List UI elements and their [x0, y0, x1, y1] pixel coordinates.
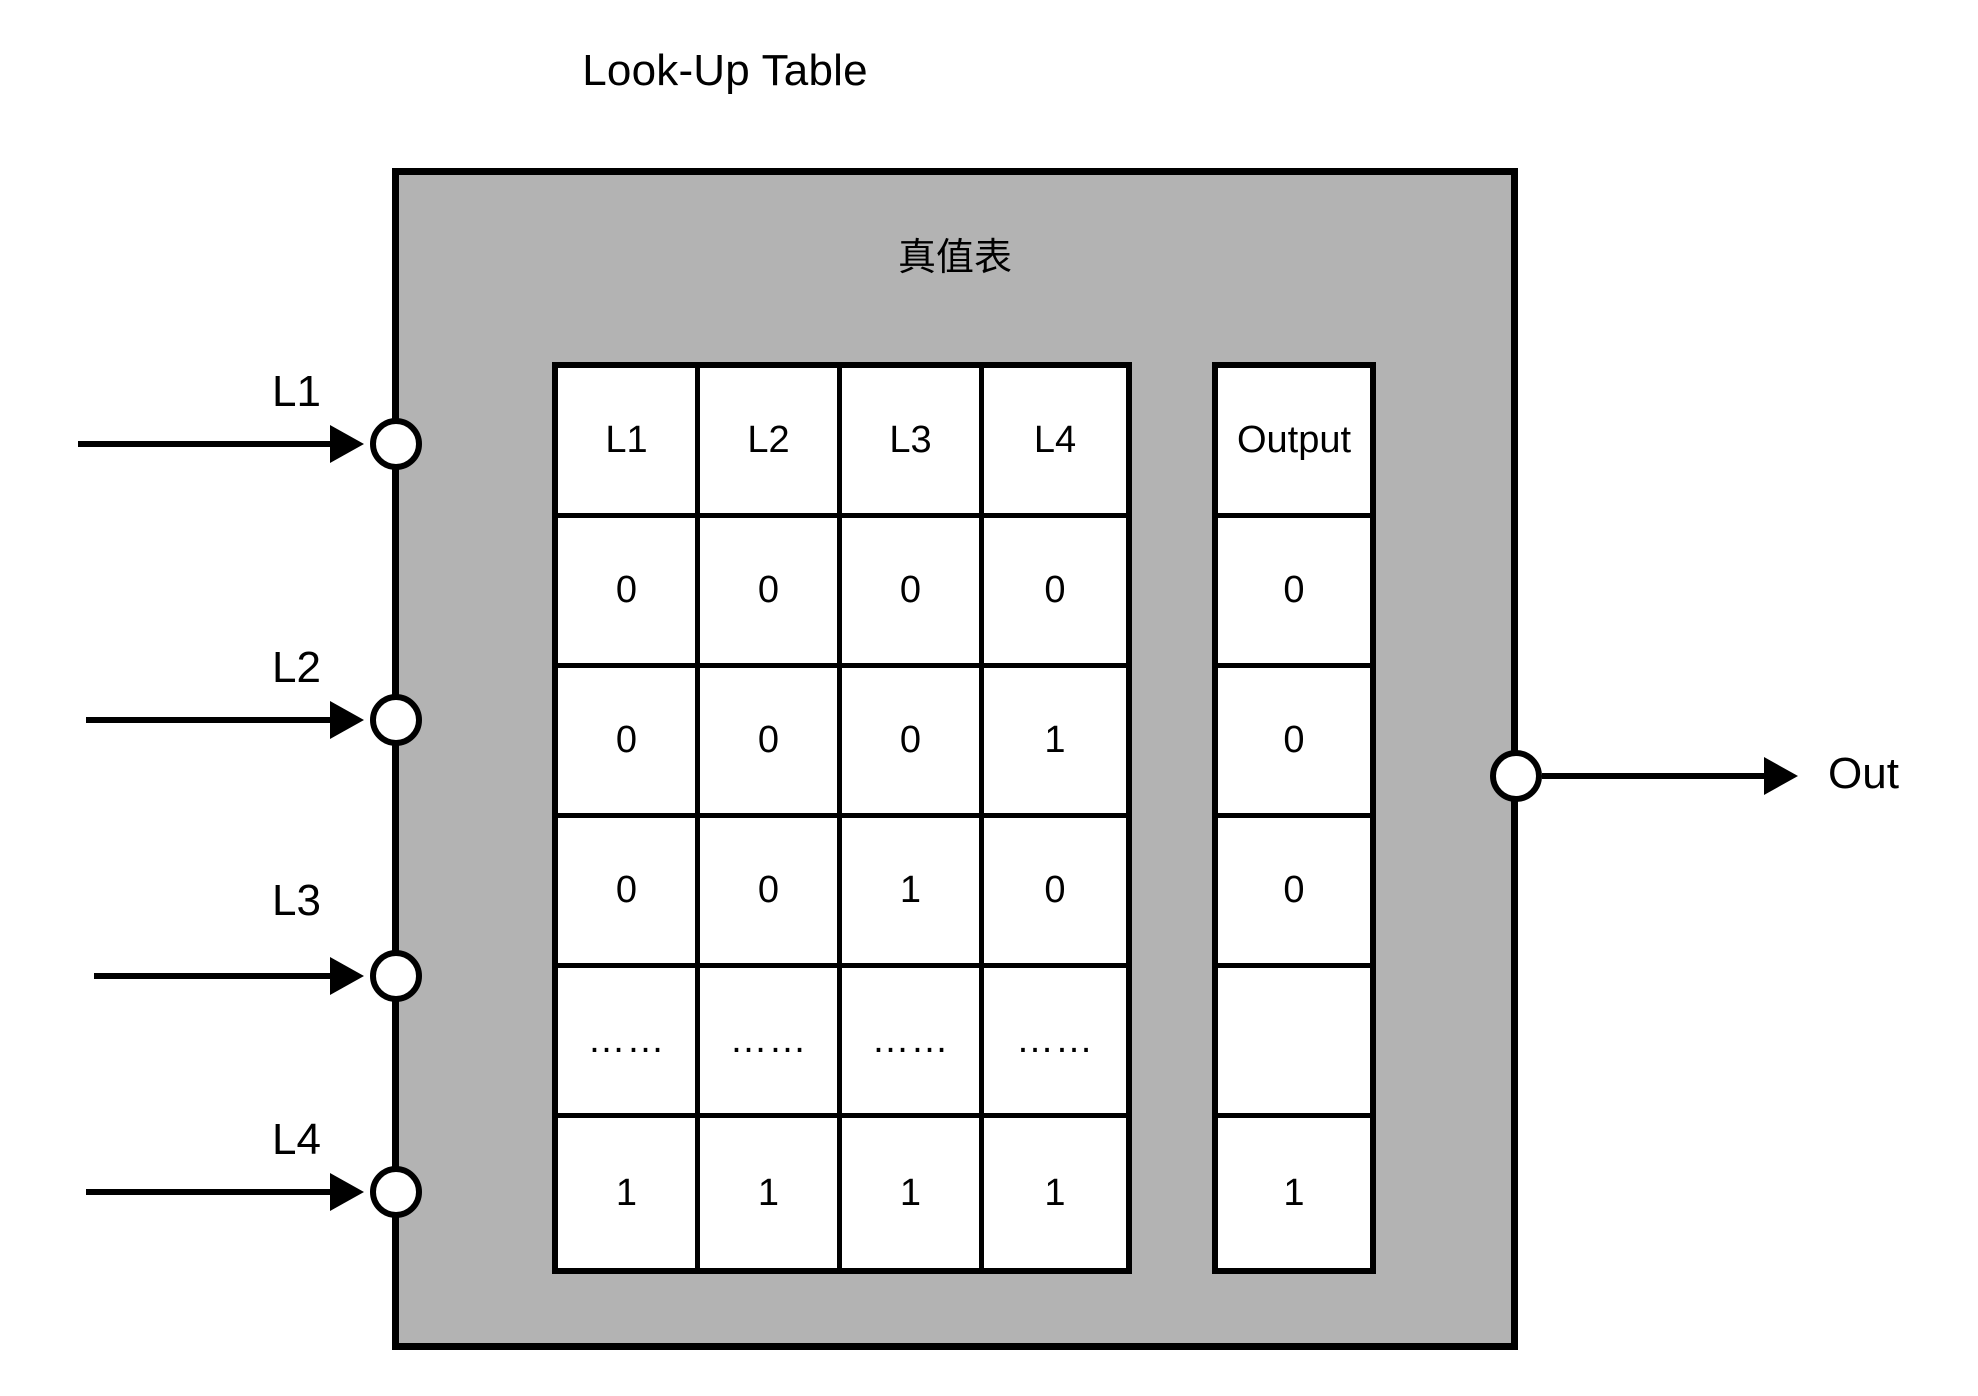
input-arrow-l2-icon: [330, 701, 364, 739]
cell-r0-c1: 0: [700, 518, 842, 668]
cell-r2-c1: 0: [700, 818, 842, 968]
output-cell-r3: [1218, 968, 1370, 1118]
truth-table: L1 L2 L3 L4 0 0 0 0 0 0 0 1 0 0 1 0: [552, 362, 1132, 1274]
output-row: 0: [1218, 818, 1370, 968]
input-wire-l3: [94, 973, 338, 979]
output-header-row: Output: [1218, 368, 1370, 518]
lut-subtitle: 真值表: [897, 237, 1012, 279]
cell-r1-c3: 1: [984, 668, 1126, 818]
cell-r3-c0: ……: [558, 968, 700, 1118]
input-pin-l1[interactable]: [370, 418, 422, 470]
table-row-ellipsis: …… …… …… ……: [558, 968, 1126, 1118]
cell-r3-c3: ……: [984, 968, 1126, 1118]
cell-r1-c1: 0: [700, 668, 842, 818]
output-arrow-out-icon: [1764, 757, 1798, 795]
column-header-l4: L4: [984, 368, 1126, 518]
column-header-l3: L3: [842, 368, 984, 518]
table-header-row: L1 L2 L3 L4: [558, 368, 1126, 518]
cell-r0-c2: 0: [842, 518, 984, 668]
cell-r2-c2: 1: [842, 818, 984, 968]
cell-r4-c1: 1: [700, 1118, 842, 1268]
output-pin-out[interactable]: [1490, 750, 1542, 802]
column-header-output: Output: [1218, 368, 1370, 518]
table-row: 1 1 1 1: [558, 1118, 1126, 1268]
input-arrow-l3-icon: [330, 957, 364, 995]
output-cell-r4: 1: [1218, 1118, 1370, 1268]
input-pin-l2[interactable]: [370, 694, 422, 746]
column-header-l2: L2: [700, 368, 842, 518]
cell-r1-c0: 0: [558, 668, 700, 818]
output-table: Output 0 0 0 1: [1212, 362, 1376, 1274]
cell-r2-c0: 0: [558, 818, 700, 968]
input-wire-l4: [86, 1189, 338, 1195]
cell-r2-c3: 0: [984, 818, 1126, 968]
input-wire-l2: [86, 717, 338, 723]
cell-r4-c0: 1: [558, 1118, 700, 1268]
output-row: 0: [1218, 668, 1370, 818]
column-header-l1: L1: [558, 368, 700, 518]
input-wire-l1: [78, 441, 338, 447]
table-row: 0 0 1 0: [558, 818, 1126, 968]
page-title: Look-Up Table: [582, 46, 868, 95]
cell-r3-c1: ……: [700, 968, 842, 1118]
output-cell-r1: 0: [1218, 668, 1370, 818]
output-row: [1218, 968, 1370, 1118]
input-arrow-l4-icon: [330, 1173, 364, 1211]
input-label-l3: L3: [272, 876, 321, 925]
output-cell-r0: 0: [1218, 518, 1370, 668]
input-label-l1: L1: [272, 367, 321, 416]
cell-r0-c3: 0: [984, 518, 1126, 668]
cell-r4-c2: 1: [842, 1118, 984, 1268]
input-pin-l3[interactable]: [370, 950, 422, 1002]
output-row: 0: [1218, 518, 1370, 668]
output-row: 1: [1218, 1118, 1370, 1268]
cell-r3-c2: ……: [842, 968, 984, 1118]
table-row: 0 0 0 0: [558, 518, 1126, 668]
output-cell-r2: 0: [1218, 818, 1370, 968]
cell-r1-c2: 0: [842, 668, 984, 818]
input-label-l4: L4: [272, 1115, 321, 1164]
input-label-l2: L2: [272, 643, 321, 692]
input-pin-l4[interactable]: [370, 1166, 422, 1218]
input-arrow-l1-icon: [330, 425, 364, 463]
cell-r0-c0: 0: [558, 518, 700, 668]
output-wire-out: [1542, 773, 1786, 779]
table-row: 0 0 0 1: [558, 668, 1126, 818]
cell-r4-c3: 1: [984, 1118, 1126, 1268]
output-label-out: Out: [1828, 749, 1899, 798]
